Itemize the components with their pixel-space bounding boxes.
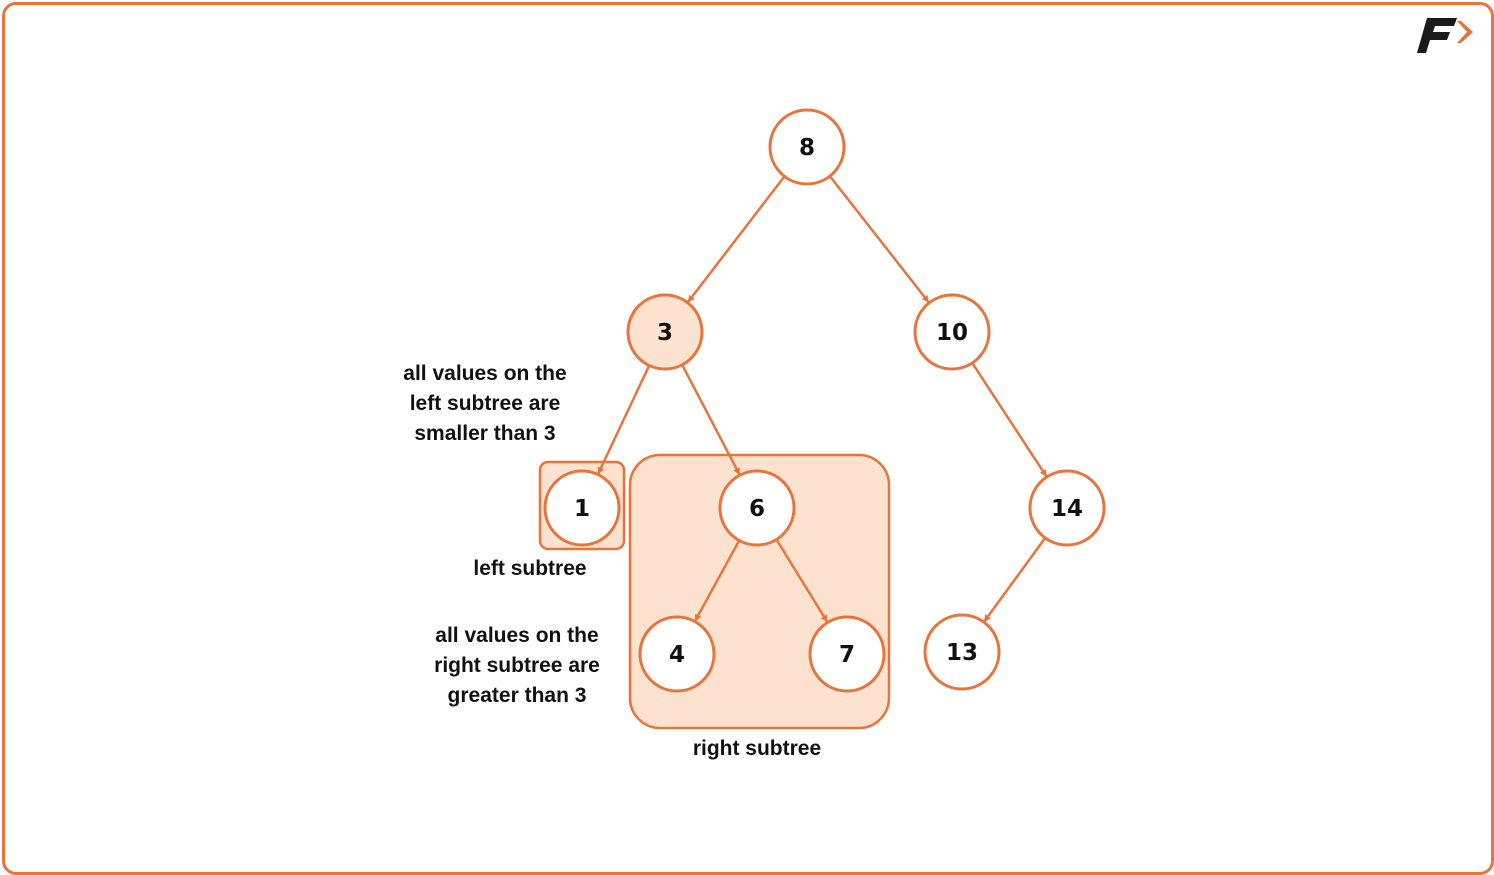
edge-arrow-n10-n14 <box>971 362 1048 477</box>
tree-node-1: 1 <box>543 469 621 547</box>
edge-arrow-n3-n1 <box>597 364 651 475</box>
right-note-line: greater than 3 <box>447 684 587 707</box>
node-value: 1 <box>574 496 590 522</box>
left-note-line: left subtree are <box>409 392 561 415</box>
node-value: 8 <box>799 135 815 161</box>
right-subtree-label: right subtree <box>692 737 822 760</box>
tree-node-7: 7 <box>808 615 886 693</box>
edge-arrow-n8-n10 <box>828 175 930 303</box>
nodes-group: 8 3 10 1 6 14 4 7 13 <box>543 108 1106 693</box>
left-note-line: all values on the <box>403 362 567 385</box>
tree-node-3: 3 <box>626 293 704 371</box>
node-circle <box>718 469 796 547</box>
tree-node-6: 6 <box>718 469 796 547</box>
right-note-line: right subtree are <box>434 654 600 677</box>
right-note-line: all values on the <box>435 624 599 647</box>
tree-node-13: 13 <box>923 613 1001 691</box>
node-value: 3 <box>657 320 673 346</box>
node-circle <box>1028 469 1106 547</box>
node-value: 14 <box>1051 496 1083 522</box>
node-circle <box>638 615 716 693</box>
node-value: 6 <box>749 496 765 522</box>
node-value: 7 <box>839 642 855 668</box>
edge-arrow-n8-n3 <box>687 175 786 303</box>
node-value: 4 <box>669 642 685 668</box>
left-note-line: smaller than 3 <box>414 422 556 445</box>
node-value: 10 <box>936 320 968 346</box>
edges-group <box>597 175 1048 623</box>
left-subtree-note: all values on the left subtree are small… <box>380 359 590 449</box>
tree-node-4: 4 <box>638 615 716 693</box>
brand-logo-icon <box>1417 18 1473 53</box>
right-subtree-note: all values on the right subtree are grea… <box>412 621 622 711</box>
node-circle <box>923 613 1001 691</box>
tree-node-8: 8 <box>768 108 846 186</box>
node-circle <box>543 469 621 547</box>
left-subtree-label: left subtree <box>473 557 587 580</box>
edge-arrow-n6-n7 <box>775 538 829 623</box>
node-circle <box>913 293 991 371</box>
edge-arrow-n3-n6 <box>681 364 741 475</box>
tree-node-14: 14 <box>1028 469 1106 547</box>
node-circle <box>768 108 846 186</box>
node-circle <box>808 615 886 693</box>
edge-arrow-n6-n4 <box>694 539 741 622</box>
tree-node-10: 10 <box>913 293 991 371</box>
node-circle <box>626 293 704 371</box>
node-value: 13 <box>946 640 978 666</box>
edge-arrow-n14-n13 <box>983 537 1047 623</box>
